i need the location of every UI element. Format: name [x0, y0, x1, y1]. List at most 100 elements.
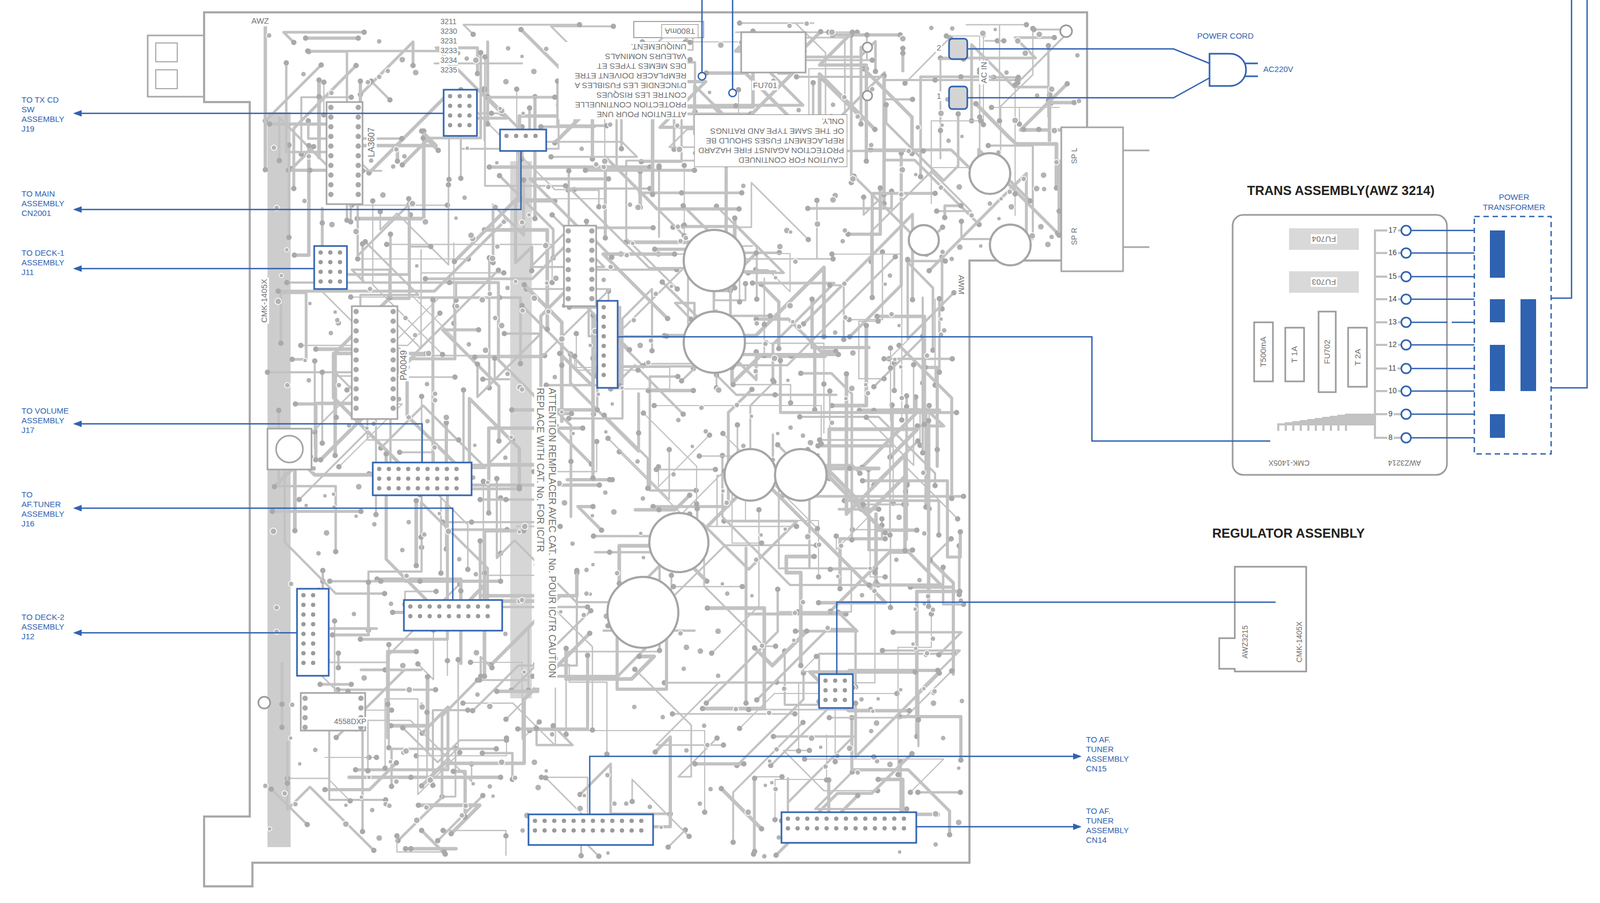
solder-pad — [678, 190, 685, 196]
solder-pad — [855, 792, 861, 799]
solder-pad — [882, 536, 888, 542]
solder-pad — [892, 254, 899, 260]
solder-pad — [544, 280, 549, 286]
solder-pad — [413, 648, 419, 655]
solder-pad — [531, 758, 538, 766]
solder-pad — [926, 268, 932, 274]
solder-pad — [466, 341, 472, 347]
solder-pad — [875, 506, 882, 512]
solder-pad — [1036, 126, 1042, 133]
copper-trace — [643, 413, 697, 504]
capacitor-outline — [683, 311, 745, 373]
solder-pad — [317, 457, 324, 463]
solder-pad — [302, 35, 309, 41]
solder-pad — [623, 800, 629, 807]
solder-pad — [890, 629, 896, 635]
copper-trace — [804, 758, 944, 793]
copper-trace — [991, 107, 1060, 125]
solder-pad — [793, 74, 800, 80]
ic-pin — [353, 318, 359, 324]
solder-pad — [814, 197, 820, 204]
solder-pad — [761, 321, 767, 328]
ic-pin — [565, 286, 571, 292]
solder-pad — [849, 29, 856, 35]
solder-pad — [743, 700, 749, 706]
solder-pad — [868, 142, 874, 148]
ic-pin — [390, 318, 396, 324]
solder-pad — [895, 513, 903, 521]
solder-pad — [394, 158, 401, 164]
solder-pad — [594, 438, 600, 445]
solder-pad — [875, 696, 881, 701]
solder-pad — [519, 307, 526, 314]
solder-pad — [698, 404, 705, 411]
solder-pad — [910, 362, 917, 368]
solder-pad — [888, 311, 895, 317]
copper-trace — [803, 214, 913, 324]
solder-pad — [751, 848, 758, 854]
solder-pad — [830, 256, 836, 262]
pcb-outline — [204, 12, 1088, 887]
solder-pad — [701, 809, 708, 815]
solder-pad — [807, 439, 814, 446]
solder-pad — [472, 354, 478, 360]
solder-pad — [267, 826, 272, 831]
solder-pad — [866, 582, 872, 588]
ic-pin — [353, 357, 359, 363]
solder-pad — [494, 243, 501, 250]
solder-pad — [754, 320, 760, 327]
solder-pad — [810, 80, 816, 86]
ic-pin — [353, 366, 359, 373]
solder-pad — [422, 218, 429, 226]
solder-pad — [690, 444, 695, 449]
solder-pad — [749, 386, 755, 393]
solder-pad — [860, 194, 867, 200]
solder-pad — [343, 802, 349, 808]
copper-trace — [386, 244, 553, 283]
solder-pad — [321, 79, 327, 85]
solder-pad — [686, 833, 692, 839]
solder-pad — [558, 609, 563, 614]
solder-pad — [435, 837, 441, 844]
solder-pad — [479, 750, 485, 756]
solder-pad — [520, 111, 526, 116]
solder-pad — [379, 191, 387, 199]
ic-pin — [390, 386, 396, 392]
solder-pad — [517, 529, 522, 534]
solder-pad — [399, 162, 405, 168]
solder-pad — [278, 340, 284, 346]
solder-pad — [753, 250, 759, 256]
solder-pad — [792, 610, 798, 616]
solder-pad — [955, 111, 961, 117]
copper-trace — [426, 659, 459, 779]
solder-pad — [497, 106, 503, 111]
solder-pad — [935, 667, 941, 673]
solder-pad — [814, 220, 821, 228]
solder-pad — [336, 382, 342, 388]
solder-pad — [640, 410, 647, 416]
solder-pad — [319, 440, 325, 446]
solder-pad — [942, 214, 948, 221]
copper-trace — [809, 671, 916, 711]
solder-pad — [776, 249, 783, 256]
solder-pad — [687, 39, 693, 46]
jack-contact — [155, 42, 178, 62]
ic-pin — [355, 104, 361, 111]
solder-pad — [276, 407, 282, 414]
solder-pad — [863, 414, 870, 421]
solder-pad — [826, 777, 832, 783]
solder-pad — [978, 118, 984, 124]
ic-pin — [355, 172, 361, 178]
copper-trace — [437, 795, 483, 841]
solder-pad — [924, 650, 930, 656]
copper-trace — [604, 415, 648, 489]
solder-pad — [746, 706, 752, 713]
solder-pad — [549, 731, 555, 737]
solder-pad — [1022, 49, 1029, 57]
copper-trace — [469, 398, 520, 487]
solder-pad — [284, 382, 291, 388]
solder-pad — [382, 765, 388, 771]
solder-pad — [792, 711, 798, 717]
solder-pad — [568, 410, 575, 417]
copper-trace — [907, 259, 954, 339]
